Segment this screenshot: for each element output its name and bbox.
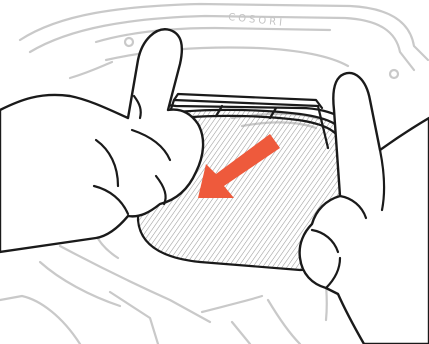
- brand-logo: COSORI: [228, 12, 286, 29]
